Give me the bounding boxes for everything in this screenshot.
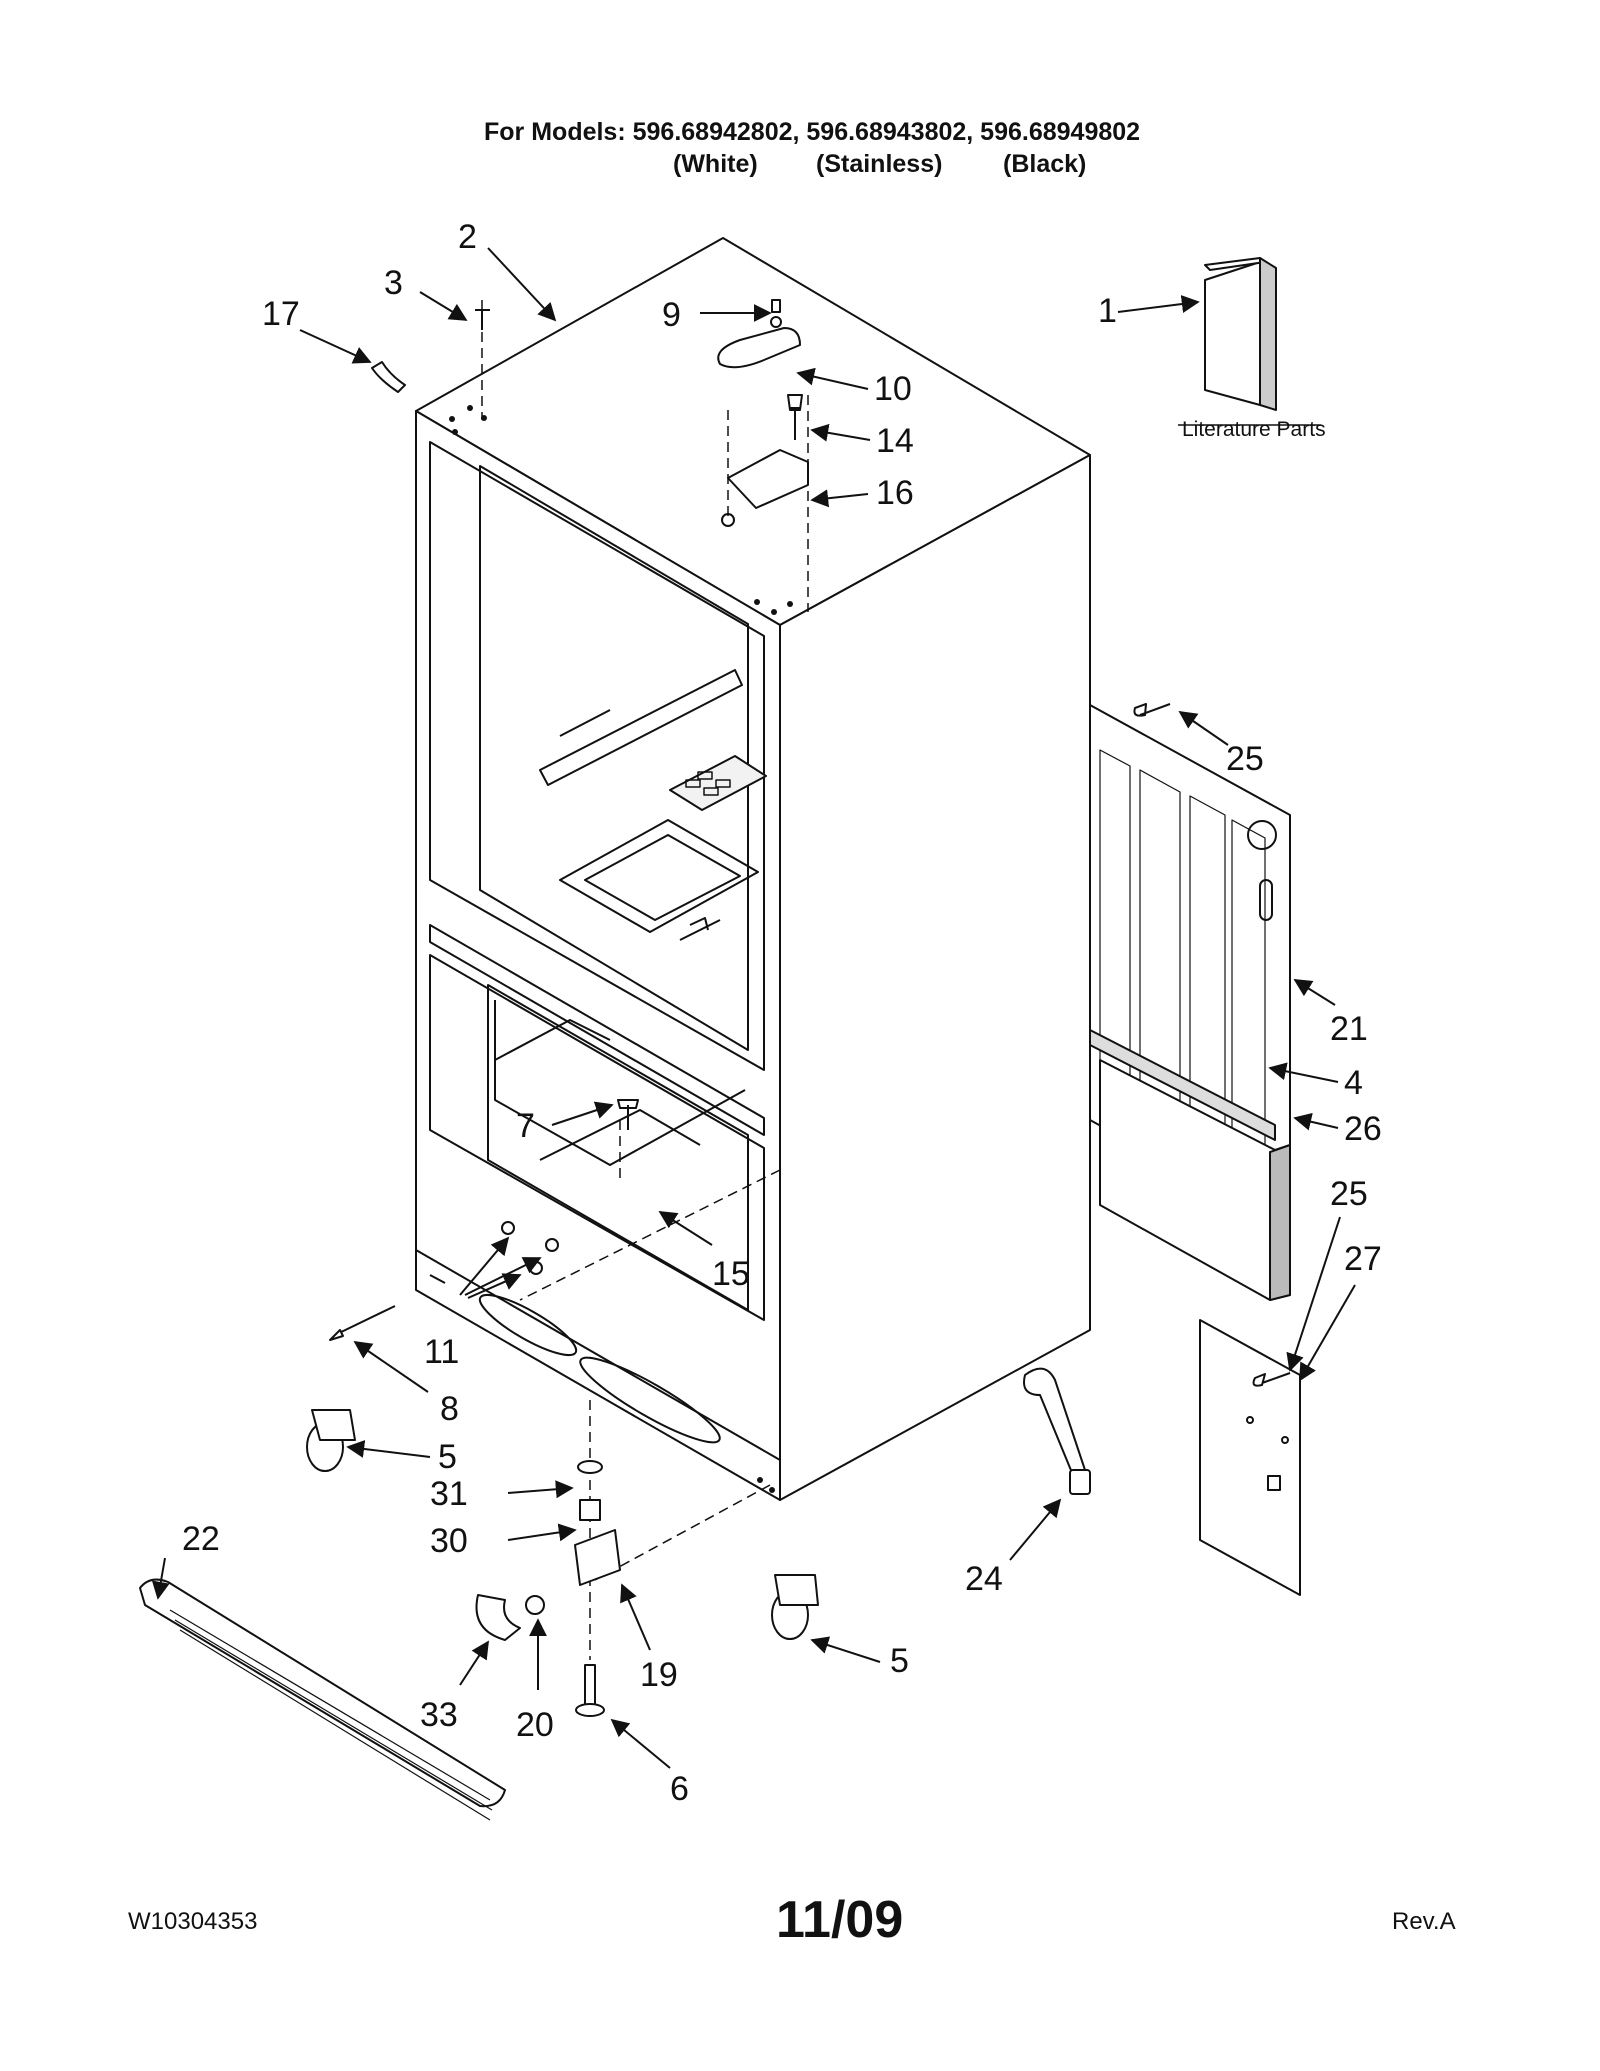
toe-grille: [139, 1578, 506, 1821]
callout-5b: 5: [890, 1642, 909, 1680]
side-access-panel: [1199, 1319, 1301, 1596]
callout-labels: 1 2 3 4 5 5 6 7 8 9 10 11 14 15 16 17 19…: [182, 218, 1382, 1808]
rear-grille-panel: [1089, 704, 1291, 1301]
callout-19: 19: [640, 1656, 678, 1694]
callout-31: 31: [430, 1475, 468, 1513]
callout-3: 3: [384, 264, 403, 302]
callout-27: 27: [1344, 1240, 1382, 1278]
callout-26: 26: [1344, 1110, 1382, 1148]
callout-14: 14: [876, 422, 914, 460]
alignment-lines: [481, 300, 809, 1660]
refrigerator-cabinet: [415, 237, 1091, 1501]
callout-25a: 25: [1226, 740, 1264, 778]
color-stainless: (Stainless): [816, 150, 943, 178]
callout-9: 9: [662, 296, 681, 334]
callout-1: 1: [1098, 292, 1117, 330]
callout-30: 30: [430, 1522, 468, 1560]
color-white: (White): [673, 150, 758, 178]
callout-10: 10: [874, 370, 912, 408]
callout-8: 8: [440, 1390, 459, 1428]
top-hinge-assembly: [475, 299, 809, 527]
callout-33: 33: [420, 1696, 458, 1734]
callout-4: 4: [1344, 1064, 1363, 1102]
callout-6: 6: [670, 1770, 689, 1808]
callout-2: 2: [458, 218, 477, 256]
callout-15: 15: [712, 1255, 750, 1293]
callout-22: 22: [182, 1520, 220, 1558]
callout-5a: 5: [438, 1438, 457, 1476]
callout-7: 7: [516, 1107, 535, 1145]
revision-label: Rev.A: [1392, 1908, 1456, 1935]
revision-date: 11/09: [776, 1891, 904, 1949]
literature-book-icon: [1204, 257, 1277, 411]
models-header: For Models: 596.68942802, 596.68943802, …: [484, 118, 1141, 146]
wrench-tool: [1023, 1367, 1091, 1495]
callout-25b: 25: [1330, 1175, 1368, 1213]
literature-parts-label: Literature Parts: [1182, 418, 1326, 441]
document-number: W10304353: [128, 1908, 258, 1935]
callout-20: 20: [516, 1706, 554, 1744]
leader-arrows: [151, 247, 1356, 1769]
callout-21: 21: [1330, 1010, 1368, 1048]
callout-16: 16: [876, 474, 914, 512]
color-black: (Black): [1003, 150, 1087, 178]
trim-piece: [371, 361, 406, 393]
callout-11: 11: [424, 1333, 459, 1371]
callout-24: 24: [965, 1560, 1003, 1598]
leveling-bracket-assembly: [475, 1460, 621, 1717]
rollers: [306, 1409, 819, 1640]
callout-17: 17: [262, 295, 300, 333]
